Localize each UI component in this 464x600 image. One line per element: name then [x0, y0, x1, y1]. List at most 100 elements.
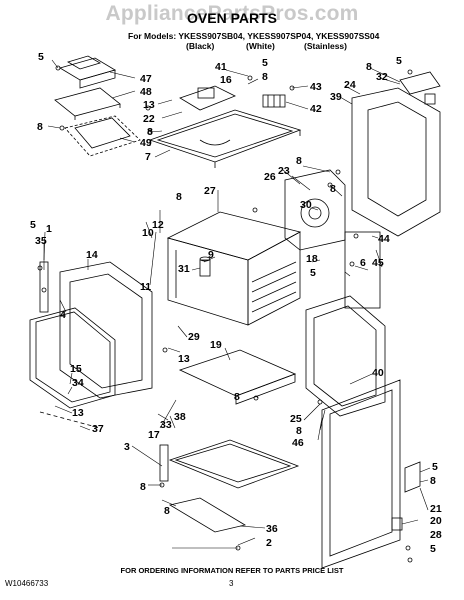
callout-8l: 8	[430, 475, 436, 487]
callout-17: 17	[148, 429, 160, 441]
callout-24: 24	[344, 79, 356, 91]
callout-8e: 8	[296, 155, 302, 167]
callout-13b: 13	[178, 353, 190, 365]
callout-41: 41	[215, 61, 227, 73]
callout-26: 26	[264, 171, 276, 183]
callout-45: 45	[372, 257, 384, 269]
callout-15: 15	[70, 363, 82, 375]
callout-5f: 5	[432, 461, 438, 473]
outer-door	[321, 379, 401, 569]
callout-5a: 5	[38, 51, 44, 63]
callout-5g: 5	[430, 543, 436, 555]
callout-14: 14	[86, 249, 98, 261]
callout-6: 6	[360, 257, 366, 269]
bracket-part	[59, 55, 116, 89]
callout-13a: 13	[143, 99, 155, 111]
door-handle-bracket	[391, 461, 421, 531]
callout-18: 18	[306, 253, 318, 265]
burner-bracket	[179, 85, 236, 111]
callout-33: 33	[160, 419, 172, 431]
callout-49: 49	[140, 137, 152, 149]
watermark: AppliancePartsPros.com	[105, 2, 359, 25]
callout-47: 47	[140, 73, 152, 85]
callout-1: 1	[46, 223, 52, 235]
callout-12: 12	[152, 219, 164, 231]
callout-8g: 8	[176, 191, 182, 203]
callout-5e: 5	[310, 267, 316, 279]
callout-34: 34	[72, 377, 84, 389]
callout-8j: 8	[140, 481, 146, 493]
callout-10: 10	[142, 227, 154, 239]
callout-37: 37	[92, 423, 104, 435]
heat-shield-lower	[64, 115, 141, 157]
terminal-block	[262, 94, 286, 108]
callout-8b: 8	[147, 126, 153, 138]
callout-35: 35	[35, 235, 47, 247]
callout-38: 38	[174, 411, 186, 423]
callout-8f: 8	[330, 183, 336, 195]
callout-3: 3	[124, 441, 130, 453]
page-number: 3	[229, 579, 234, 588]
callout-16: 16	[220, 74, 232, 86]
door-frame	[59, 261, 153, 399]
drawer-panel	[178, 349, 297, 405]
finish-white: (White)	[246, 41, 275, 51]
callout-2: 2	[266, 537, 272, 549]
callout-8h: 8	[234, 391, 240, 403]
oven-cavity	[166, 211, 302, 326]
callout-labels: 5 47 48 8 49 13 22 8 7 41 16 5 8 43 42 2…	[30, 51, 442, 555]
callout-7: 7	[145, 151, 151, 163]
door-gasket	[29, 307, 116, 409]
callout-36: 36	[266, 523, 278, 535]
gasket-clips	[39, 411, 101, 429]
document-number: W10466733	[5, 579, 49, 588]
callout-30: 30	[300, 199, 312, 211]
callout-46: 46	[292, 437, 304, 449]
inner-door-panel	[305, 295, 386, 417]
callout-11: 11	[140, 281, 151, 293]
oven-top-panel	[148, 109, 302, 168]
callout-23: 23	[278, 165, 290, 177]
page-title: OVEN PARTS	[187, 10, 277, 26]
callout-42: 42	[310, 103, 322, 115]
callout-5c: 5	[396, 55, 402, 67]
callout-5d: 5	[30, 219, 36, 231]
finish-black: (Black)	[186, 41, 215, 51]
callout-4: 4	[60, 309, 66, 321]
screw-marks	[37, 65, 413, 563]
vent-bracket	[399, 71, 441, 105]
callout-29: 29	[188, 331, 200, 343]
callout-28: 28	[430, 529, 442, 541]
ordering-note: FOR ORDERING INFORMATION REFER TO PARTS …	[120, 566, 344, 575]
callout-48: 48	[140, 86, 152, 98]
callout-20: 20	[430, 515, 442, 527]
models-line: For Models: YKESS907SB04, YKESS907SP04, …	[128, 31, 380, 41]
callout-8a: 8	[37, 121, 43, 133]
callout-31: 31	[178, 263, 190, 275]
callout-13c: 13	[72, 407, 84, 419]
callout-43: 43	[310, 81, 322, 93]
callout-32: 32	[376, 71, 388, 83]
callout-25: 25	[290, 413, 302, 425]
callout-9: 9	[208, 249, 214, 261]
callout-21: 21	[430, 503, 442, 515]
finish-stainless: (Stainless)	[304, 41, 347, 51]
callout-8k: 8	[164, 505, 170, 517]
rear-element-plate	[284, 169, 346, 251]
callout-27: 27	[204, 185, 216, 197]
callout-19: 19	[210, 339, 222, 351]
drawer-side-bracket	[159, 444, 169, 482]
callout-22: 22	[143, 113, 155, 125]
callout-5b: 5	[262, 57, 268, 69]
heat-shield-upper	[54, 87, 121, 120]
leader-lines	[43, 59, 431, 549]
door-side-panel	[344, 231, 381, 309]
callout-40: 40	[372, 367, 384, 379]
callout-8c: 8	[262, 71, 268, 83]
callout-39: 39	[330, 91, 342, 103]
callout-44: 44	[378, 233, 390, 245]
callout-8d: 8	[366, 61, 372, 73]
callout-8i: 8	[296, 425, 302, 437]
drawer-tray	[168, 439, 300, 489]
